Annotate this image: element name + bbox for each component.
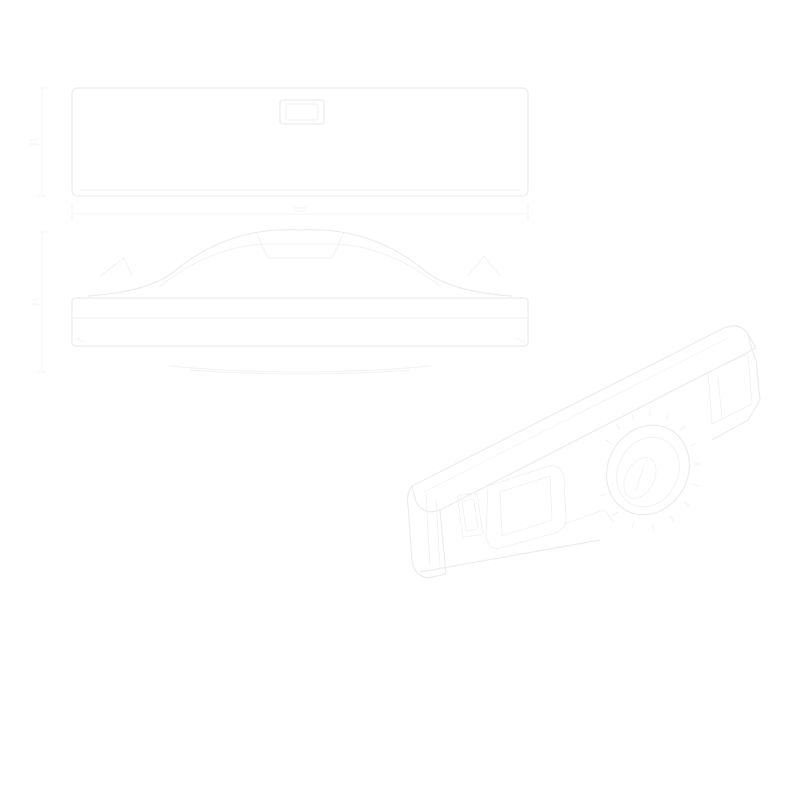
side-view-corner-mark-right [515,337,525,343]
side-view-left-bump [99,257,133,277]
side-view-right-bump [467,255,501,277]
side-view [71,229,529,375]
iso-side-rail [563,509,615,525]
iso-lens-housing [485,465,567,549]
side-view-arch [87,229,513,297]
iso-body-top [411,325,757,513]
side-view-arch-inner [159,243,441,287]
top-view-height-dimension [29,87,46,197]
side-view-corner-mark-left [75,337,85,343]
side-view-bottom-curve [169,365,431,373]
iso-dial-mid [616,436,680,508]
iso-dial-inner [623,457,657,499]
iso-top-chamfer [423,337,729,493]
iso-front-face-inner [425,493,431,567]
iso-front-face [406,485,447,579]
iso-rear-step-2 [717,377,723,419]
top-view-logo-inner [285,103,319,121]
side-view-lens-block [255,231,345,259]
top-view-logo-slot [279,99,325,125]
side-view-base [71,297,529,347]
iso-front-face-inner-2 [435,499,441,569]
iso-dial-outer [606,424,690,516]
iso-front-block-inner [461,498,479,532]
isometric-view [406,325,761,579]
side-view-bottom-curve-2 [189,369,411,375]
top-view [71,87,529,197]
iso-dial-indicator [635,465,645,491]
iso-rear-step [707,353,753,425]
iso-rear-face [711,333,761,441]
iso-lens-housing-inner [499,475,553,537]
top-view-outline [71,87,529,197]
iso-front-block [456,492,484,538]
iso-dial-knurl [599,409,701,531]
side-view-height-dimension [31,231,46,373]
iso-body-bottom [419,539,601,573]
top-view-width-dimension [71,204,529,220]
